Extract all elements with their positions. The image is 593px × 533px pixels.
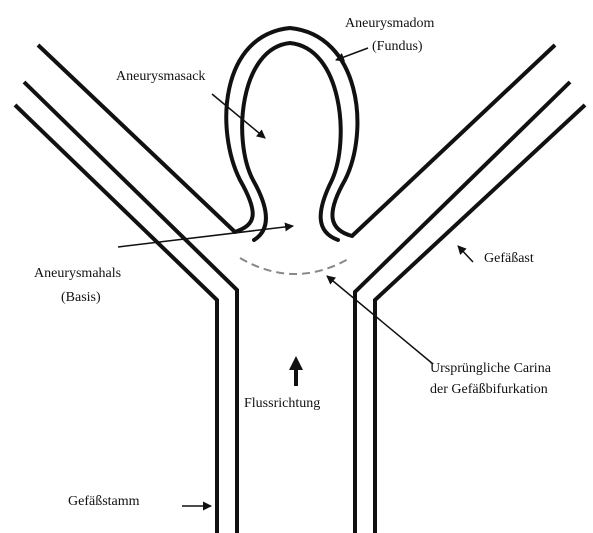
- label-aneurysmahals: Aneurysmahals: [34, 266, 121, 281]
- gefaessast-arrow: [458, 246, 473, 262]
- right-wall-inner: [352, 45, 555, 236]
- carina-arrow: [327, 276, 433, 364]
- original-carina-dashed-line: [240, 258, 350, 274]
- left-vessel-wall: [15, 45, 237, 533]
- label-aneurysmadom: Aneurysmadom: [345, 16, 435, 31]
- label-fundus: (Fundus): [372, 39, 423, 54]
- label-aneurysmasack: Aneurysmasack: [116, 69, 205, 84]
- right-vessel-wall: [352, 45, 585, 533]
- label-gefaessstamm: Gefäßstamm: [68, 494, 140, 509]
- label-carina-line1: Ursprüngliche Carina: [430, 361, 552, 376]
- label-gefaessast: Gefäßast: [484, 251, 534, 266]
- aneurysmadom-arrow: [336, 48, 368, 60]
- pointer-arrows: [118, 48, 473, 506]
- label-basis: (Basis): [61, 290, 101, 305]
- left-wall-middle: [24, 82, 237, 533]
- aneurysm-sac-inner-wall: [242, 43, 341, 240]
- flow-direction-arrow: [289, 356, 303, 386]
- label-carina-line2: der Gefäßbifurkation: [430, 382, 548, 397]
- label-flussrichtung: Flussrichtung: [244, 396, 320, 411]
- aneurysmasack-arrow: [212, 94, 265, 138]
